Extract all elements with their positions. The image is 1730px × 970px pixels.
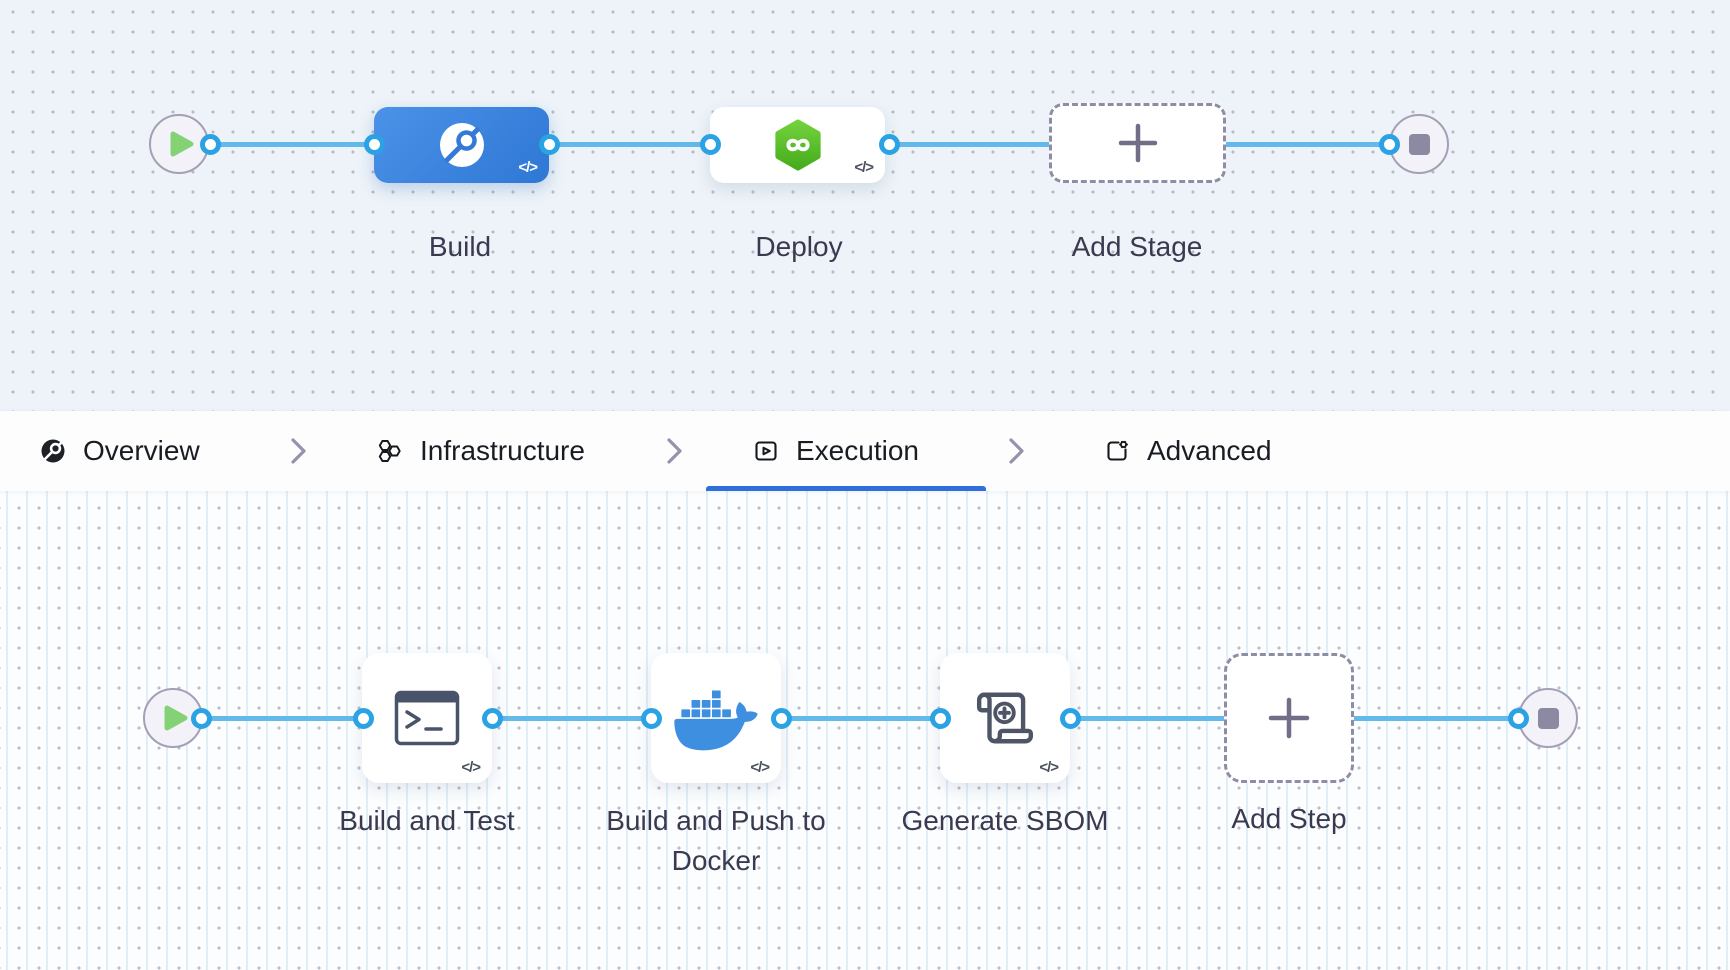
advanced-settings-icon	[1104, 438, 1130, 464]
tab-execution[interactable]: Execution	[753, 411, 919, 491]
stage-card-deploy[interactable]: </>	[710, 107, 885, 183]
play-icon	[164, 705, 188, 731]
step-label-build-and-test: Build and Test	[339, 805, 515, 836]
execution-play-icon	[753, 438, 779, 464]
stop-icon	[1408, 133, 1430, 155]
connector-port	[878, 133, 900, 155]
connector-port	[699, 133, 721, 155]
step-label-generate-sbom: Generate SBOM	[901, 805, 1109, 836]
chevron-right-icon	[290, 411, 308, 491]
execution-steps-canvas[interactable]: </> </> </>	[0, 491, 1730, 970]
step-card-build-and-push-to-docker[interactable]: </>	[651, 653, 781, 783]
connector-port	[640, 707, 662, 729]
add-step-button[interactable]	[1224, 653, 1354, 783]
tab-overview[interactable]: Overview	[40, 411, 200, 491]
connector-port	[1059, 707, 1081, 729]
add-stage-button[interactable]	[1049, 103, 1226, 183]
overview-pipeline-icon	[40, 438, 66, 464]
yaml-code-badge: </>	[750, 759, 770, 776]
stage-card-build[interactable]: </>	[374, 107, 549, 183]
connector-port	[199, 133, 221, 155]
tab-label: Infrastructure	[420, 435, 585, 466]
chevron-right-icon	[1008, 411, 1026, 491]
step-label-add-step: Add Step	[1231, 803, 1347, 834]
chevron-right-icon	[666, 411, 684, 491]
connector-port	[1378, 133, 1400, 155]
tab-infrastructure[interactable]: Infrastructure	[377, 411, 585, 491]
stage-label-build: Build	[428, 231, 492, 262]
step-label-build-and-push-to-docker: Build and Push to Docker	[606, 805, 826, 876]
connector-port	[481, 707, 503, 729]
stop-icon	[1537, 707, 1559, 729]
stage-label-deploy: Deploy	[755, 231, 843, 262]
cd-hexagon-icon	[772, 119, 824, 171]
connector-port	[1507, 707, 1529, 729]
plus-icon	[1268, 697, 1310, 739]
docker-icon	[674, 685, 758, 751]
step-card-build-and-test[interactable]: </>	[362, 653, 492, 783]
run-terminal-icon	[394, 690, 460, 746]
infrastructure-hexagons-icon	[377, 438, 403, 464]
tab-label: Advanced	[1147, 435, 1272, 466]
stage-config-tabbar: Overview Infrastructure Execution	[0, 411, 1730, 491]
stage-pipeline-canvas[interactable]: </> </> Build De	[0, 0, 1730, 411]
yaml-code-badge: </>	[854, 159, 874, 176]
stage-label-add-stage: Add Stage	[1071, 231, 1203, 262]
yaml-code-badge: </>	[518, 159, 538, 176]
sbom-scroll-icon	[974, 687, 1036, 749]
plus-icon	[1118, 123, 1158, 163]
step-card-generate-sbom[interactable]: </>	[940, 653, 1070, 783]
tab-label: Overview	[83, 435, 200, 466]
connector-port	[770, 707, 792, 729]
connector-port	[538, 133, 560, 155]
step-flow-line	[201, 715, 1518, 721]
pipeline-start-node	[149, 114, 209, 174]
connector-port	[352, 707, 374, 729]
connector-port	[363, 133, 385, 155]
tab-label: Execution	[796, 435, 919, 466]
tab-advanced[interactable]: Advanced	[1104, 411, 1272, 491]
ci-build-icon	[438, 121, 486, 169]
connector-port	[190, 707, 212, 729]
yaml-code-badge: </>	[461, 759, 481, 776]
connector-port	[929, 707, 951, 729]
yaml-code-badge: </>	[1039, 759, 1059, 776]
play-icon	[170, 131, 194, 157]
active-tab-underline	[706, 486, 986, 491]
